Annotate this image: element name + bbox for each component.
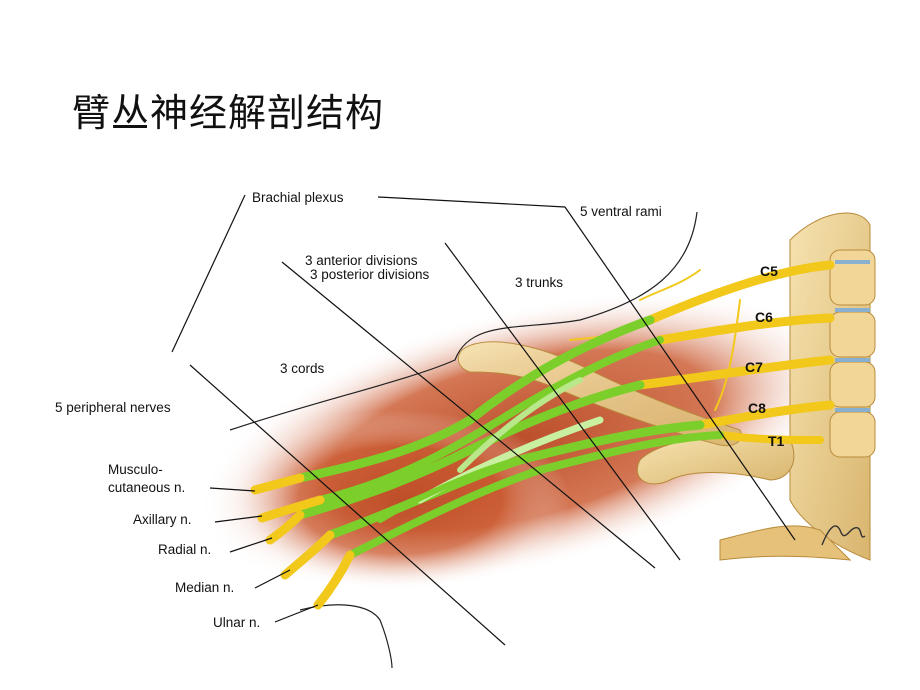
peripheral-nerves (250, 473, 355, 610)
label-anterior-divisions: 3 anterior divisions (305, 253, 418, 268)
nerve-roots (569, 260, 835, 444)
page-title: 臂丛神经解剖结构 (72, 91, 385, 135)
label-median: Median n. (175, 580, 234, 595)
spine (636, 212, 876, 561)
label-radial: Radial n. (158, 542, 211, 557)
leader-lines (171, 194, 796, 646)
artist-signature (821, 525, 866, 546)
label-musculocutaneous-2: cutaneous n. (108, 480, 185, 495)
label-musculocutaneous-1: Musculo- (108, 462, 163, 477)
label-ulnar: Ulnar n. (213, 615, 260, 630)
label-cords: 3 cords (280, 361, 325, 376)
vertebra-label-c7: C7 (745, 359, 763, 375)
vertebra-label-t1: T1 (768, 433, 785, 449)
label-posterior-divisions: 3 posterior divisions (310, 267, 430, 282)
vertebra-label-c8: C8 (748, 400, 766, 416)
label-brachial-plexus: Brachial plexus (252, 190, 344, 205)
body-outline (229, 211, 698, 669)
label-peripheral-nerves: 5 peripheral nerves (55, 400, 171, 415)
plexus-trunks (295, 315, 724, 559)
label-axillary: Axillary n. (133, 512, 192, 527)
vertebra-label-c5: C5 (760, 263, 778, 279)
vertebra-label-c6: C6 (755, 309, 773, 325)
label-trunks: 3 trunks (515, 275, 563, 290)
label-ventral-rami: 5 ventral rami (580, 204, 662, 219)
